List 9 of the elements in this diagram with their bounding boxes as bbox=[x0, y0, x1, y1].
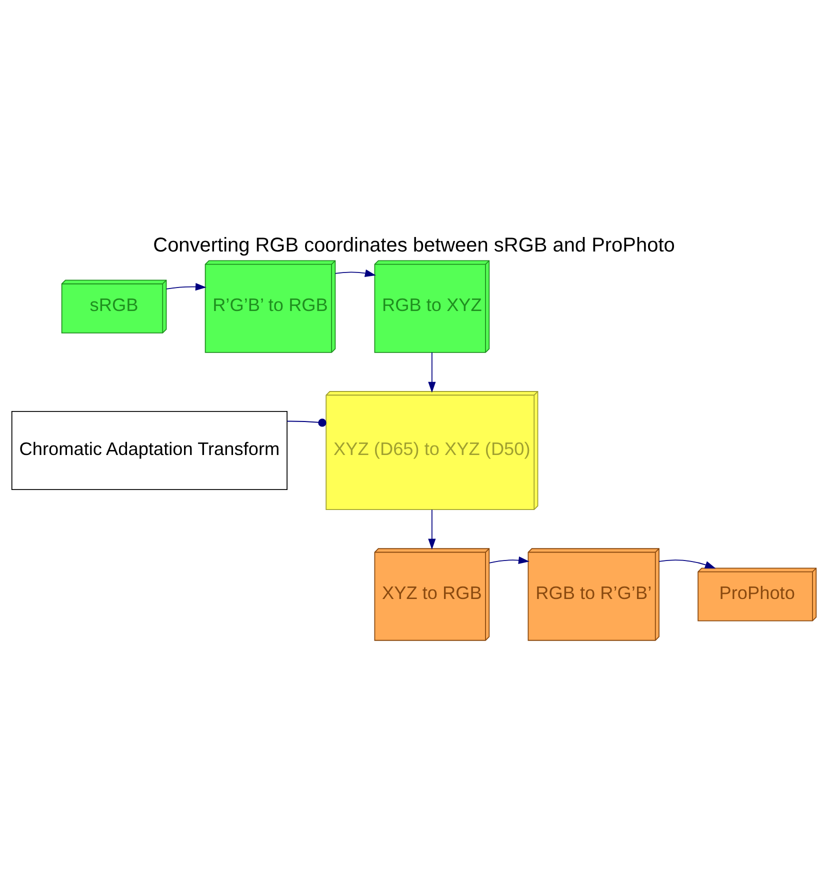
diagram-title: Converting RGB coordinates between sRGB and ProPhoto bbox=[153, 234, 675, 256]
arrow bbox=[166, 283, 206, 291]
node-box: Chromatic Adaptation Transform bbox=[11, 411, 288, 490]
arrow bbox=[428, 352, 436, 393]
arrow bbox=[658, 560, 716, 568]
arrow bbox=[428, 509, 436, 550]
arrow bbox=[334, 269, 376, 277]
connector bbox=[286, 418, 326, 427]
arrow bbox=[488, 556, 530, 564]
